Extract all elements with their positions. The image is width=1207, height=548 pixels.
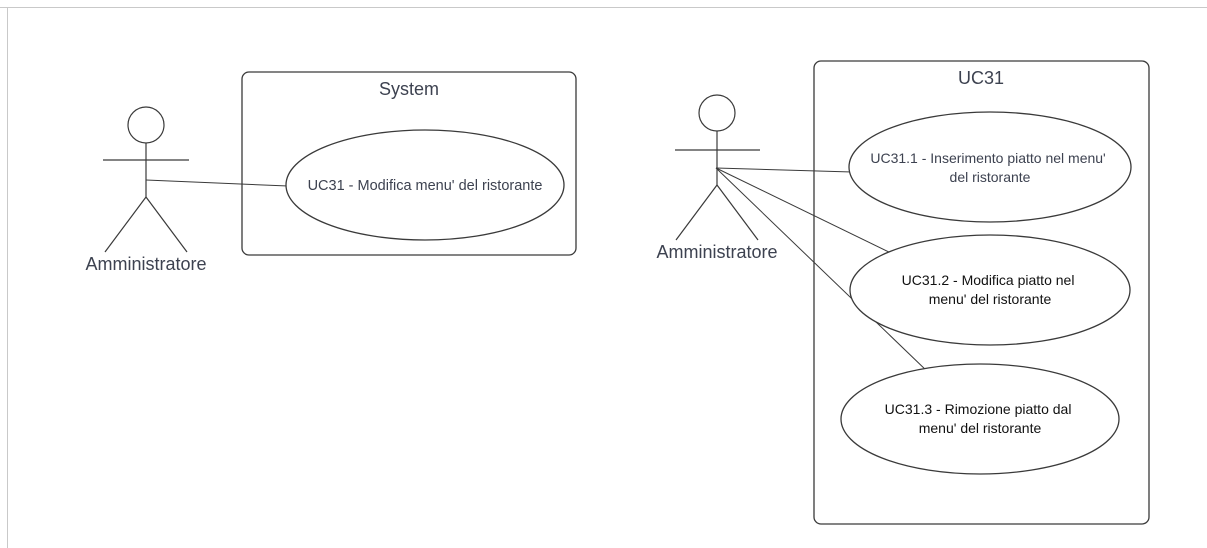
use-case-uc31-2-line-2: menu' del ristorante [929,291,1052,307]
use-case-uc31-1-line-1: UC31.1 - Inserimento piatto nel menu' [870,150,1105,166]
use-case-uc31-2-label: UC31.2 - Modifica piatto nel menu' del r… [902,272,1079,307]
use-case-uc31-3-line-2: menu' del ristorante [919,420,1042,436]
use-case-uc31-2-line-1: UC31.2 - Modifica piatto nel [902,272,1075,288]
association-line-uc31-1[interactable] [715,167,853,173]
left-association-line[interactable] [145,179,289,187]
association-line-uc31-2[interactable] [715,167,896,256]
frame-top-border [0,7,1207,8]
use-case-uc31-3[interactable] [840,363,1120,475]
left-diagram: System Amministratore UC31 - Modifica me… [85,71,577,274]
use-case-uc31-3-label: UC31.3 - Rimozione piatto dal menu' del … [885,401,1076,436]
right-actor-left-leg [675,184,718,241]
use-case-uc31-3-line-1: UC31.3 - Rimozione piatto dal [885,401,1072,417]
right-system-title: UC31 [958,68,1004,88]
left-actor[interactable] [103,106,189,253]
right-diagram: UC31 Amministratore UC31.1 - Inserimento… [656,60,1150,525]
use-case-uc31-1[interactable] [848,111,1132,223]
right-association-lines [715,167,930,374]
right-actor-label: Amministratore [656,242,777,262]
left-actor-label: Amministratore [85,254,206,274]
use-case-uc31-1-line-2: del ristorante [950,169,1031,185]
left-use-case-uc31[interactable] [285,129,565,241]
left-actor-head [127,106,165,144]
association-line-uc31-3[interactable] [715,167,930,374]
right-actor-right-leg [716,184,759,241]
use-case-uc31-1-label: UC31.1 - Inserimento piatto nel menu' de… [870,150,1109,185]
left-actor-left-leg [104,196,147,253]
right-actor[interactable] [675,94,760,241]
left-use-case-uc31-label: UC31 - Modifica menu' del ristorante [308,178,543,194]
left-system-title: System [379,79,439,99]
frame-left-border [7,7,8,548]
left-actor-right-leg [145,196,188,253]
right-actor-head [698,94,736,132]
use-case-uc31-2[interactable] [849,234,1131,346]
